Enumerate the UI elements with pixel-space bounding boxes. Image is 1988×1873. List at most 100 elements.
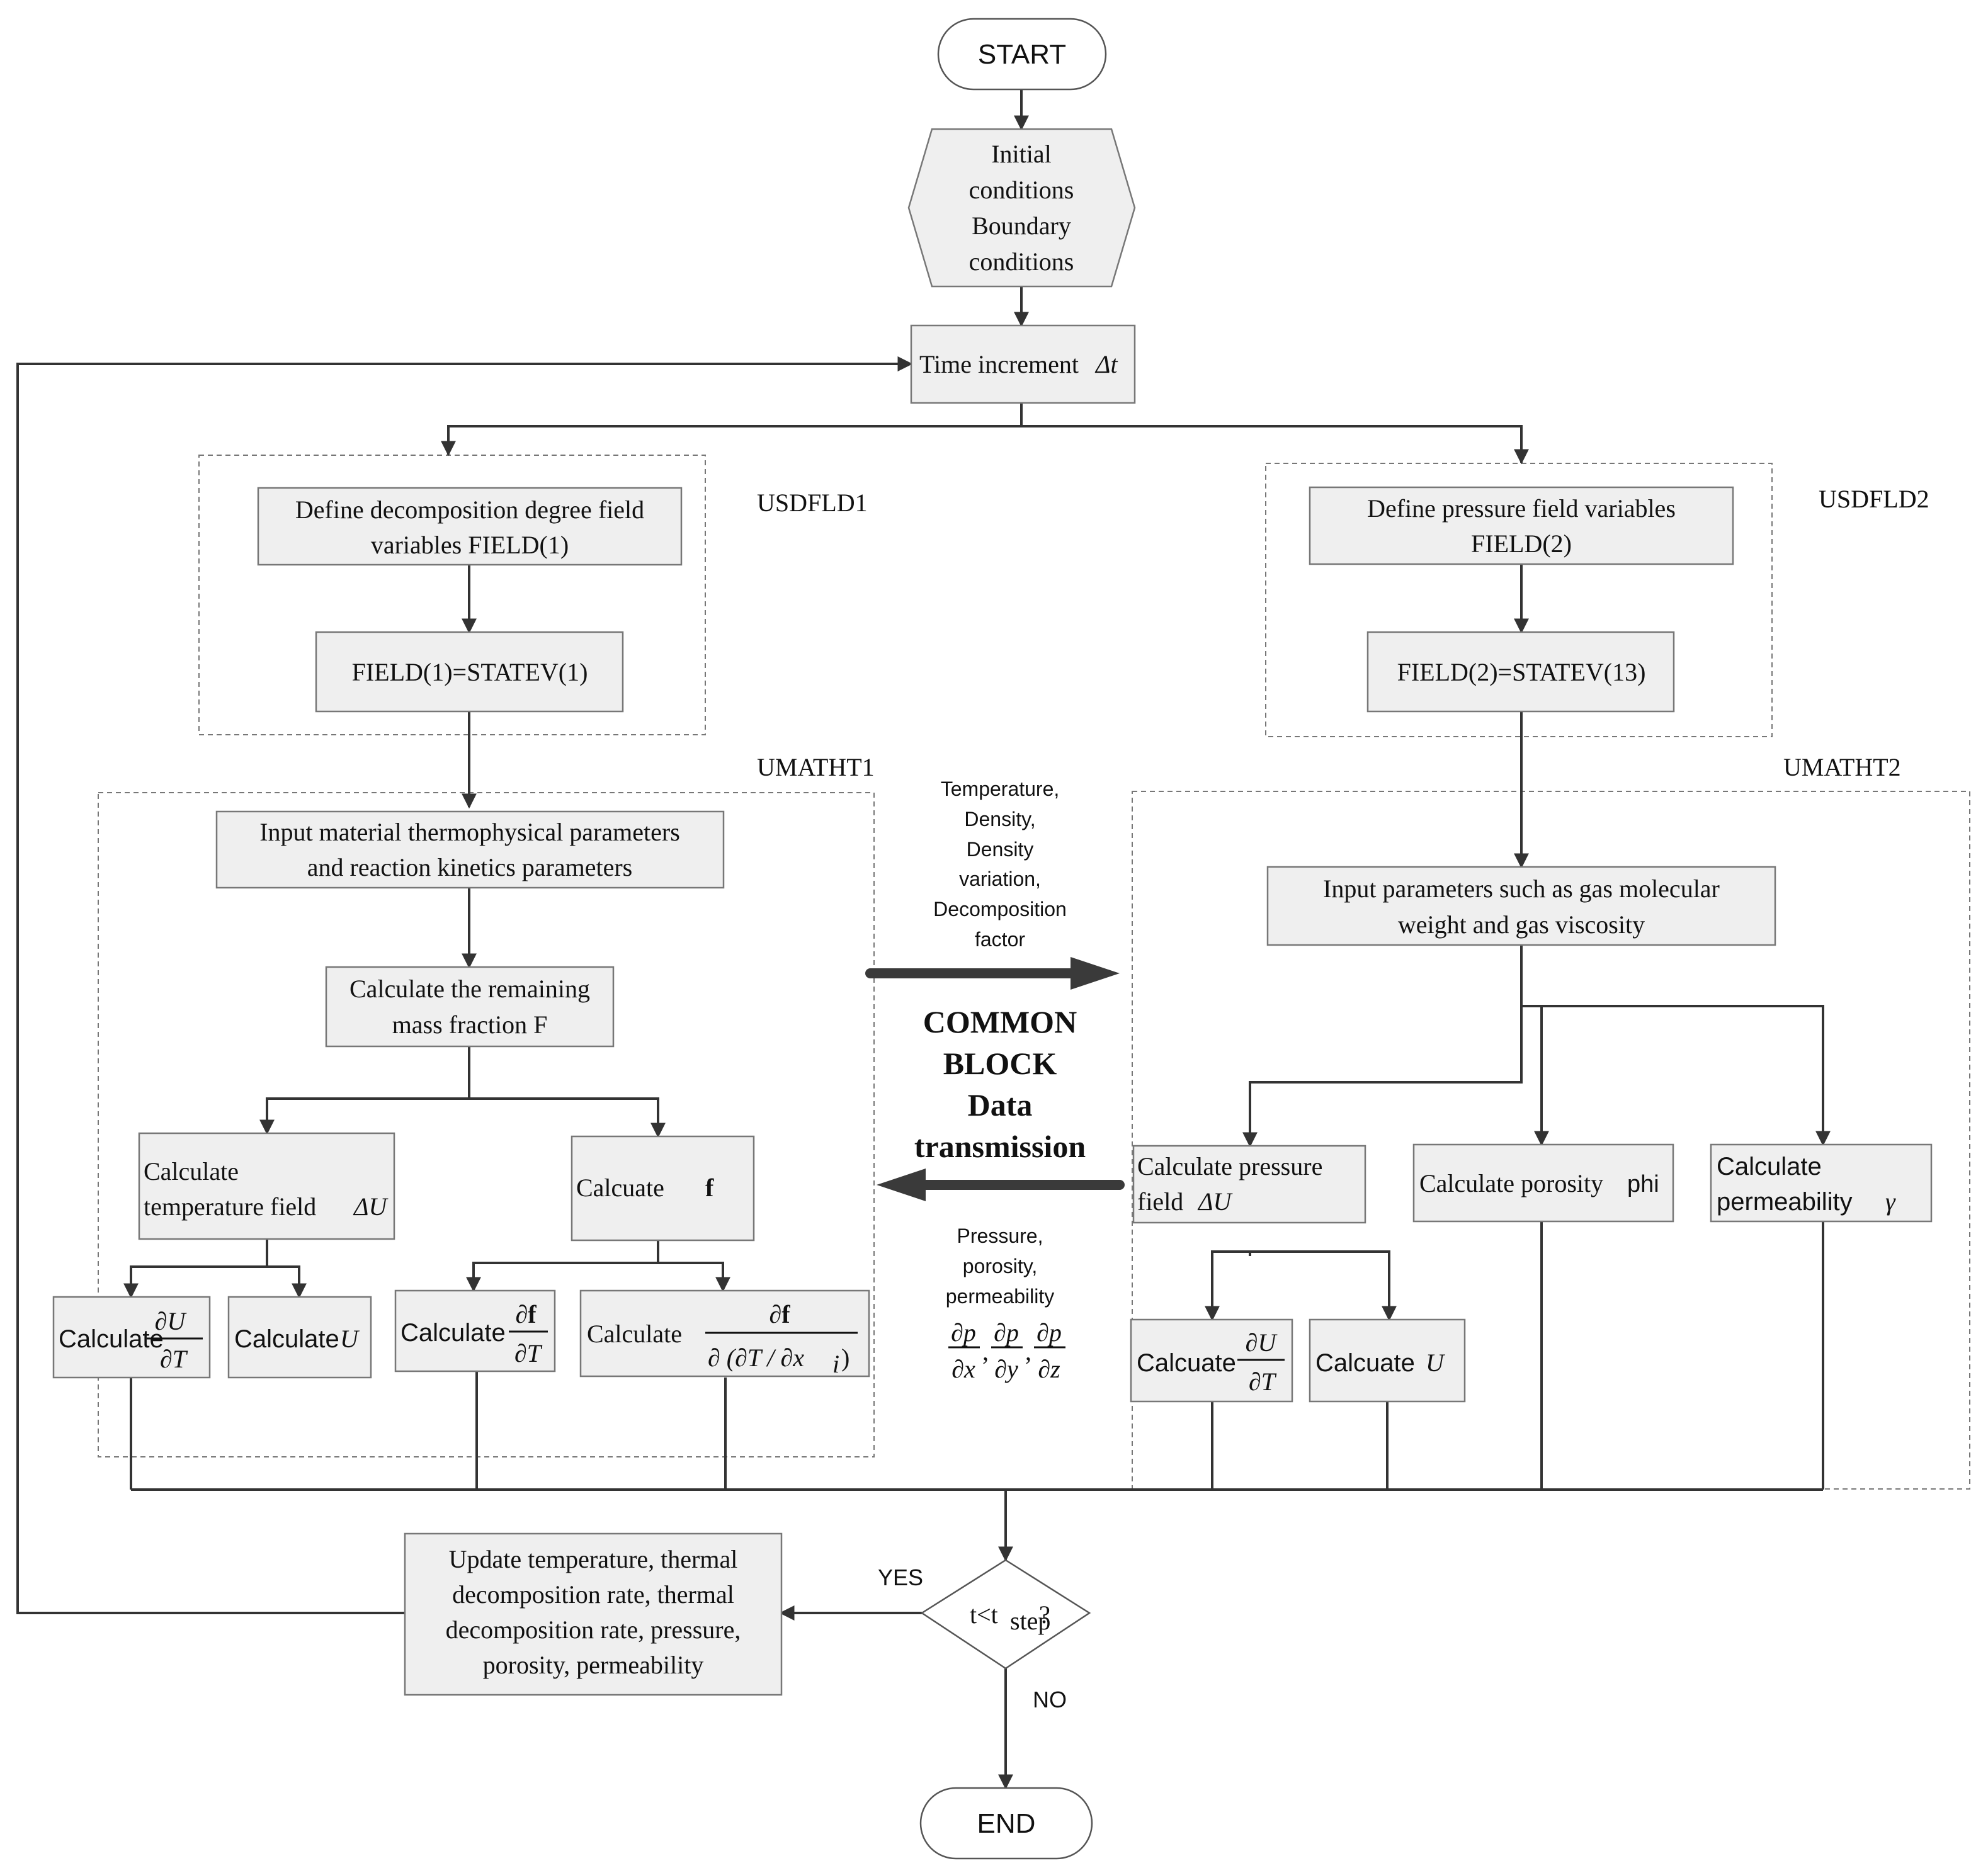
svg-text:γ: γ	[1885, 1187, 1896, 1216]
calc-porosity-box: Calculate porosity phi	[1412, 1143, 1674, 1223]
svg-text:U: U	[1426, 1349, 1446, 1377]
svg-text:Calcuate: Calcuate	[1315, 1349, 1415, 1377]
svg-text:porosity,: porosity,	[963, 1255, 1038, 1277]
calc-pressure-field-box: Calculate pressure field ΔU	[1132, 1145, 1366, 1224]
svg-text:∂T: ∂T	[514, 1339, 543, 1367]
svg-text:Initial: Initial	[991, 140, 1052, 168]
svg-text:variation,: variation,	[959, 868, 1041, 890]
calc-u-box: Calculate U	[227, 1296, 372, 1379]
svg-text:Calcuate: Calcuate	[576, 1174, 664, 1202]
svg-text:∂U: ∂U	[155, 1307, 188, 1335]
svg-text:step: step	[1010, 1607, 1050, 1635]
svg-text:∂T: ∂T	[160, 1345, 188, 1373]
svg-text:∂p: ∂p	[994, 1318, 1019, 1347]
input-material-box: Input material thermophysical parameters…	[215, 810, 725, 889]
umatht2-frame	[1132, 791, 1970, 1490]
field1-box: FIELD(1)=STATEV(1)	[315, 631, 624, 713]
svg-text:Time increment: Time increment	[919, 350, 1079, 378]
svg-text:permeability: permeability	[1717, 1188, 1853, 1216]
svg-text:∂f: ∂f	[515, 1300, 537, 1328]
data-transfer-arrows	[865, 957, 1125, 1201]
svg-text:Calculate: Calculate	[1717, 1153, 1822, 1180]
svg-text:∂y: ∂y	[994, 1355, 1018, 1383]
umatht1-frame	[98, 792, 875, 1457]
svg-text:∂p: ∂p	[1037, 1318, 1062, 1347]
svg-text:?: ?	[1039, 1600, 1050, 1629]
svg-text:Calculate the remaining: Calculate the remaining	[349, 975, 590, 1003]
svg-text:weight and gas viscosity: weight and gas viscosity	[1398, 910, 1645, 939]
svg-text:porosity, permeability: porosity, permeability	[483, 1651, 704, 1679]
arrow-right-head	[1071, 957, 1120, 990]
svg-text:Calculate: Calculate	[59, 1325, 164, 1353]
svg-text:∂f: ∂f	[769, 1300, 790, 1328]
start-text: START	[978, 39, 1066, 70]
svg-text:ΔU: ΔU	[1197, 1187, 1233, 1216]
svg-text:Input material thermophysical: Input material thermophysical parameters	[259, 818, 680, 846]
svg-text:mass fraction F: mass fraction F	[392, 1010, 548, 1039]
svg-text:Calculate porosity: Calculate porosity	[1419, 1169, 1603, 1197]
transfer-left-text: Pressure, porosity, permeability ∂p ∂x ,…	[946, 1225, 1065, 1383]
svg-text:Input parameters such as gas m: Input parameters such as gas molecular	[1323, 874, 1720, 903]
update-box: Update temperature, thermal decompositio…	[404, 1532, 783, 1696]
svg-text:∂z: ∂z	[1038, 1355, 1060, 1383]
svg-text:factor: factor	[975, 928, 1025, 951]
umatht1-label: UMATHT1	[757, 753, 875, 781]
usdfld1-label: USDFLD1	[757, 489, 868, 517]
calc-df-dt-box: Calculate ∂f ∂T	[394, 1289, 556, 1372]
usdfld2-frame	[1265, 463, 1773, 737]
svg-text:COMMON: COMMON	[923, 1004, 1077, 1039]
common-block-text: COMMON BLOCK Data transmission	[914, 1004, 1086, 1164]
svg-text:∂T: ∂T	[1249, 1367, 1277, 1396]
svg-text:decomposition rate, thermal: decomposition rate, thermal	[452, 1580, 734, 1609]
svg-text:Δt: Δt	[1094, 350, 1118, 378]
svg-text:Update temperature, thermal: Update temperature, thermal	[449, 1545, 738, 1573]
usdfld2-label: USDFLD2	[1819, 485, 1929, 513]
define-decomposition-box: Define decomposition degree field variab…	[257, 487, 683, 566]
start-terminal: START	[937, 18, 1107, 91]
svg-text:transmission: transmission	[914, 1129, 1086, 1164]
time-increment-box: Time increment Δt	[910, 324, 1136, 404]
svg-text:FIELD(1)=STATEV(1): FIELD(1)=STATEV(1)	[352, 658, 588, 686]
svg-text:∂p: ∂p	[951, 1318, 976, 1347]
svg-text:Data: Data	[968, 1087, 1033, 1123]
svg-text:decomposition rate, pressure,: decomposition rate, pressure,	[446, 1616, 741, 1644]
svg-text:Temperature,: Temperature,	[941, 778, 1060, 800]
svg-text:f: f	[705, 1174, 714, 1202]
arrow-left-head	[877, 1169, 926, 1201]
svg-text:temperature field: temperature field	[144, 1192, 316, 1221]
calc-du-dt-box: Calculate ∂U ∂T	[52, 1296, 211, 1379]
decision-diamond: t<t step ?	[920, 1559, 1091, 1670]
svg-text:conditions: conditions	[969, 247, 1074, 276]
svg-text:FIELD(2)=STATEV(13): FIELD(2)=STATEV(13)	[1397, 658, 1646, 686]
svg-text:Calculate: Calculate	[234, 1325, 339, 1353]
svg-text:phi: phi	[1627, 1171, 1659, 1197]
svg-text:Pressure,: Pressure,	[957, 1225, 1043, 1247]
calc-permeability-box: Calculate permeability γ	[1710, 1143, 1933, 1223]
svg-text:BLOCK: BLOCK	[943, 1046, 1057, 1081]
svg-text:t<t: t<t	[970, 1600, 998, 1629]
svg-text:Define decomposition degree fi: Define decomposition degree field	[295, 495, 644, 524]
input-gas-box: Input parameters such as gas molecular w…	[1266, 866, 1776, 946]
connectors	[16, 89, 1831, 1790]
svg-text:field: field	[1137, 1187, 1183, 1216]
svg-text:): )	[841, 1344, 849, 1372]
svg-text:Calculate pressure: Calculate pressure	[1137, 1152, 1322, 1180]
svg-text:Boundary: Boundary	[972, 212, 1071, 240]
svg-text:Density: Density	[967, 838, 1034, 861]
svg-text:Density,: Density,	[964, 808, 1035, 830]
define-pressure-box: Define pressure field variables FIELD(2)	[1309, 486, 1734, 565]
umatht2-label: UMATHT2	[1783, 753, 1901, 781]
svg-text:i: i	[832, 1350, 839, 1378]
svg-text:Define pressure field variable: Define pressure field variables	[1367, 494, 1676, 523]
remaining-mass-box: Calculate the remaining mass fraction F	[325, 966, 615, 1048]
calc-df-dgrad-box: Calculate ∂f ∂ (∂T / ∂x i )	[579, 1289, 870, 1378]
usdfld1-frame	[198, 455, 706, 735]
end-text: END	[977, 1808, 1036, 1839]
svg-text:variables FIELD(1): variables FIELD(1)	[371, 531, 569, 559]
svg-text:and reaction kinetics paramete: and reaction kinetics parameters	[307, 853, 632, 881]
svg-text:Calcuate: Calcuate	[1137, 1349, 1236, 1377]
svg-text:Calculate: Calculate	[400, 1319, 506, 1347]
svg-text:∂U: ∂U	[1246, 1328, 1278, 1357]
calc-du-dt-2-box: Calcuate ∂U ∂T	[1130, 1318, 1293, 1403]
